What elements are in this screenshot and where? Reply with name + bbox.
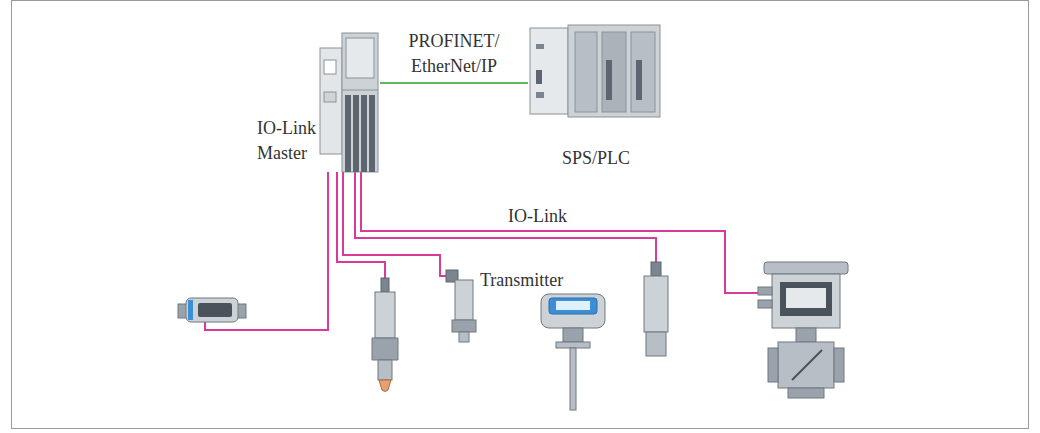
- device-label: IO-Link Master: [257, 116, 325, 166]
- pressure-sensor: [372, 278, 398, 392]
- connector: [380, 82, 478, 84]
- level-sensor: [644, 262, 668, 356]
- bus-label: PROFINET/ EtherNet/IP: [396, 29, 512, 79]
- connector: [380, 82, 528, 84]
- io-link-wires: [205, 172, 764, 330]
- device-label: Transmitter: [480, 268, 608, 293]
- transmitter-node: Transmitter: [478, 266, 610, 414]
- device-label: SPS/PLC: [528, 146, 664, 171]
- io-link-master-device: [320, 33, 378, 172]
- temperature-transmitter: [541, 294, 605, 410]
- bus-label: IO-Link: [508, 204, 567, 229]
- master-node: IO-Link Master: [255, 30, 380, 172]
- flow-sensor: [178, 298, 246, 322]
- plc-device: [530, 25, 660, 117]
- plc-node: SPS/PLC: [528, 22, 664, 173]
- frame: [12, 1, 1029, 429]
- flowmeter: [758, 262, 848, 398]
- pressure-sensor: [446, 270, 476, 342]
